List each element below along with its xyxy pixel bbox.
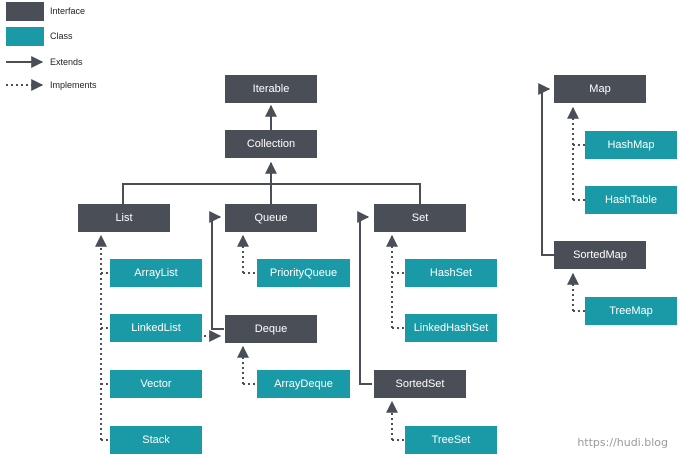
edge-sortedmap-map [538, 83, 554, 256]
edge-sortedset-set [357, 211, 372, 385]
node-linkedlist: LinkedList [110, 314, 202, 342]
legend-class-label: Class [50, 31, 73, 41]
node-stack: Stack [110, 426, 202, 454]
node-list: List [78, 204, 170, 232]
node-hashmap: HashMap [585, 131, 677, 159]
legend-interface-swatch [6, 2, 44, 21]
node-treeset: TreeSet [405, 426, 497, 454]
node-sortedmap: SortedMap [554, 241, 646, 269]
node-sortedset: SortedSet [374, 370, 466, 398]
node-linkedhashset: LinkedHashSet [405, 314, 497, 342]
node-iterable: Iterable [225, 75, 317, 103]
node-arraylist: ArrayList [110, 259, 202, 287]
legend-implements-label: Implements [50, 80, 97, 90]
watermark: https://hudi.blog [577, 436, 668, 449]
legend-interface-label: Interface [50, 6, 86, 16]
node-map: Map [554, 75, 646, 103]
node-hashtable: HashTable [585, 186, 677, 214]
node-collection: Collection [225, 130, 317, 158]
node-queue: Queue [225, 204, 317, 232]
node-priorityqueue: PriorityQueue [257, 259, 350, 287]
node-treemap: TreeMap [585, 297, 677, 325]
node-hashset: HashSet [405, 259, 497, 287]
node-vector: Vector [110, 370, 202, 398]
edge-deque-queue [209, 211, 224, 330]
legend-extends-label: Extends [50, 57, 83, 67]
node-set: Set [374, 204, 466, 232]
node-arraydeque: ArrayDeque [257, 370, 350, 398]
node-deque: Deque [225, 315, 317, 343]
legend-class-swatch [6, 27, 44, 46]
